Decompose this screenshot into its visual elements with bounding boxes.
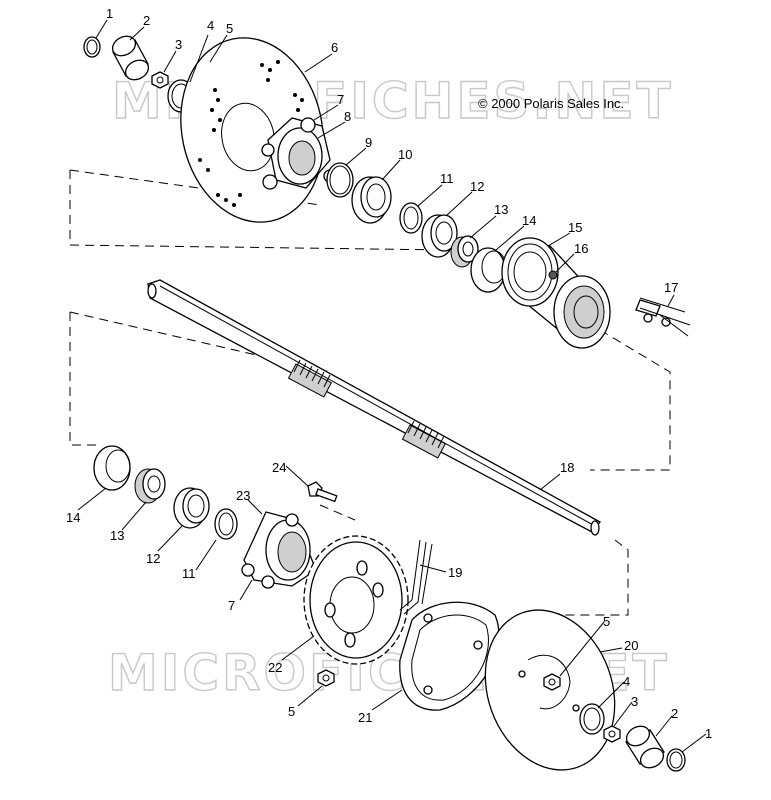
seal-12-bottom xyxy=(173,487,210,529)
callout-21: 21 xyxy=(358,710,372,725)
callout-4-bottom: 4 xyxy=(623,674,630,689)
callout-14-bottom: 14 xyxy=(66,510,80,525)
bolt-24 xyxy=(307,481,338,503)
callout-7-top: 7 xyxy=(337,92,344,107)
spline-lines-2 xyxy=(407,420,445,449)
callout-12-top: 12 xyxy=(470,179,484,194)
nut-top-3 xyxy=(151,71,169,89)
axle-shaft xyxy=(147,279,601,536)
callout-16: 16 xyxy=(574,241,588,256)
seal-10 xyxy=(351,176,392,224)
callout-22: 22 xyxy=(268,660,282,675)
callout-labels: 1 2 3 4 5 6 7 8 9 10 11 12 13 14 15 16 1… xyxy=(66,6,712,741)
callout-1-bottom: 1 xyxy=(705,726,712,741)
callout-5-top: 5 xyxy=(226,21,233,36)
callout-19: 19 xyxy=(448,565,462,580)
callout-10: 10 xyxy=(398,147,412,162)
callout-11-top: 11 xyxy=(440,171,454,186)
callout-24: 24 xyxy=(272,460,286,475)
chain-cable-19 xyxy=(399,539,433,615)
nut-3-bottom xyxy=(603,725,621,743)
callout-3-top: 3 xyxy=(175,37,182,52)
callout-18: 18 xyxy=(560,460,574,475)
callout-8: 8 xyxy=(344,109,351,124)
leader-lines xyxy=(77,19,707,753)
callout-17: 17 xyxy=(664,280,678,295)
nut-5-bottom-right xyxy=(543,673,561,691)
bearing-race-14-bottom xyxy=(93,445,131,491)
bearing-carrier-housing xyxy=(501,237,611,349)
wheel-hub-top xyxy=(261,117,337,190)
callout-11-bottom: 11 xyxy=(182,566,196,581)
callout-14-top: 14 xyxy=(522,213,536,228)
copyright-text: © 2000 Polaris Sales Inc. xyxy=(478,96,624,111)
callout-7-bottom: 7 xyxy=(228,598,235,613)
callout-2-bottom: 2 xyxy=(671,706,678,721)
bearing-13-bottom xyxy=(134,468,166,504)
callout-9: 9 xyxy=(365,135,372,150)
nut-5-bottom-left xyxy=(317,669,335,687)
callout-13-top: 13 xyxy=(494,202,508,217)
spacer-bushing-bottom xyxy=(625,725,665,769)
callout-6: 6 xyxy=(331,40,338,55)
grease-fitting-16 xyxy=(548,270,558,280)
snap-ring-9 xyxy=(326,162,354,198)
spacer-bushing-top xyxy=(111,35,150,81)
callout-3-bottom: 3 xyxy=(631,694,638,709)
brake-disc-bottom xyxy=(484,609,616,771)
callout-5-bottom-left: 5 xyxy=(288,704,295,719)
callout-4-top: 4 xyxy=(207,18,214,33)
callout-20: 20 xyxy=(624,638,638,653)
callout-15: 15 xyxy=(568,220,582,235)
bolt-set-17 xyxy=(635,297,691,337)
callout-2-top: 2 xyxy=(143,13,150,28)
bearing-race-14-top xyxy=(470,247,507,293)
bearing-13-top xyxy=(450,235,479,268)
seal-12-top xyxy=(421,214,458,258)
drive-sprocket xyxy=(303,535,409,665)
callout-12-bottom: 12 xyxy=(146,551,160,566)
sprocket-hub xyxy=(241,511,317,589)
callout-5-bottom-right: 5 xyxy=(603,614,610,629)
spline-lines-1 xyxy=(293,359,331,388)
callout-23: 23 xyxy=(236,488,250,503)
callout-13-bottom: 13 xyxy=(110,528,124,543)
callout-1-top: 1 xyxy=(106,6,113,21)
